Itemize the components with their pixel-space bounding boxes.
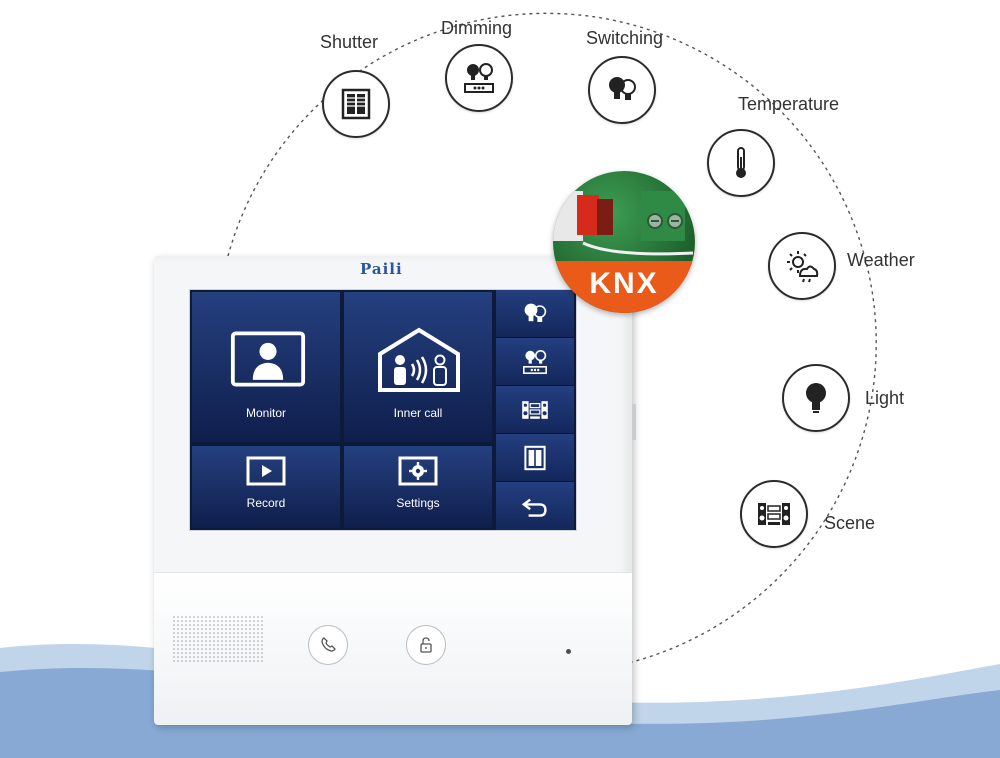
- side-button-scene[interactable]: [496, 386, 574, 434]
- feature-label-light: Light: [865, 388, 905, 408]
- feature-light: [782, 364, 850, 432]
- switching-icon: [524, 303, 547, 322]
- monitor-icon: [230, 331, 306, 387]
- tile-label-settings: Settings: [396, 496, 440, 510]
- feature-label-weather: Weather: [847, 250, 915, 270]
- feature-label-shutter: Shutter: [320, 32, 379, 52]
- feature-weather: [768, 232, 836, 300]
- knx-badge: KNX: [553, 171, 695, 313]
- feature-label-scene: Scene: [824, 513, 876, 533]
- thermometer-icon: [736, 147, 746, 178]
- shutter-icon: [524, 445, 546, 470]
- call-button[interactable]: [308, 625, 348, 665]
- knx-module-photo: [553, 191, 694, 256]
- tile-record[interactable]: Record: [192, 446, 340, 528]
- shutter-icon: [341, 88, 371, 120]
- tile-label-inner-call: Inner call: [393, 406, 443, 420]
- feature-temperature: [707, 129, 775, 197]
- side-slot: [632, 404, 636, 440]
- scene-icon: [522, 400, 548, 419]
- side-menu: [496, 290, 574, 530]
- tile-label-record: Record: [246, 496, 286, 510]
- settings-gear-icon: [398, 456, 438, 486]
- intercom-monitor: Paili Monitor: [154, 256, 636, 725]
- device-control-panel: [154, 572, 632, 725]
- tile-monitor[interactable]: Monitor: [192, 292, 340, 442]
- knx-label: KNX: [589, 267, 659, 300]
- feature-label-temperature: Temperature: [738, 94, 840, 114]
- speaker-grille: [172, 615, 264, 663]
- light-bulb-icon: [806, 383, 826, 413]
- knx-band: [553, 261, 695, 313]
- phone-handset-icon: [321, 637, 336, 652]
- touch-screen: Monitor Inner call: [190, 290, 576, 530]
- feature-label-switching: Switching: [586, 28, 664, 48]
- scene-icon: [758, 503, 790, 525]
- record-play-icon: [246, 456, 286, 486]
- back-arrow-icon: [521, 498, 547, 517]
- feature-shutter: [322, 70, 390, 138]
- microphone-hole: [566, 649, 571, 654]
- switching-icon: [609, 77, 636, 100]
- brand-logo: Paili: [360, 260, 403, 278]
- side-button-back[interactable]: [496, 482, 574, 530]
- feature-label-dimming: Dimming: [441, 18, 513, 38]
- feature-scene: [740, 480, 808, 548]
- dimming-icon: [464, 63, 494, 93]
- side-button-dimming[interactable]: [496, 338, 574, 386]
- inner-call-icon: [378, 327, 460, 392]
- unlock-button[interactable]: [406, 625, 446, 665]
- side-button-shutter[interactable]: [496, 434, 574, 482]
- feature-dimming: [445, 44, 513, 112]
- feature-switching: [588, 56, 656, 124]
- unlock-icon: [420, 637, 432, 653]
- tile-inner-call[interactable]: Inner call: [344, 292, 492, 442]
- weather-icon: [787, 251, 819, 283]
- dimming-icon: [523, 349, 547, 374]
- tile-label-monitor: Monitor: [245, 406, 286, 420]
- tile-settings[interactable]: Settings: [344, 446, 492, 528]
